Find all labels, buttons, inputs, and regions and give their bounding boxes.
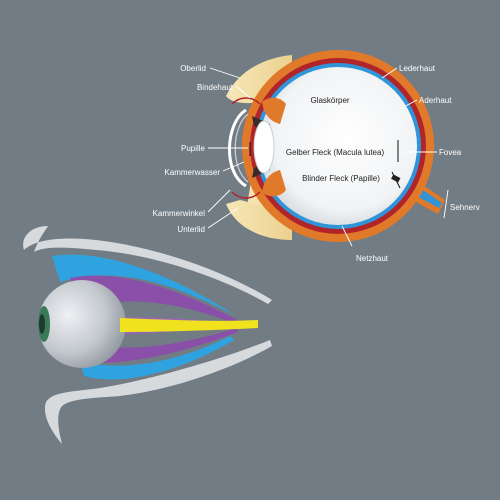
label-unterlid: Unterlid <box>177 225 205 234</box>
superior-rectus-muscle <box>70 275 238 324</box>
side-view <box>23 226 273 444</box>
superior-oblique-muscle <box>52 254 236 316</box>
label-pupille: Pupille <box>181 144 206 153</box>
orbit-upper <box>23 226 272 304</box>
ciliary-region-top <box>262 97 286 124</box>
label-kammerwinkel: Kammerwinkel <box>153 209 206 218</box>
labels: Oberlid Bindehaut Pupille Kammerwasser K… <box>153 64 480 263</box>
label-blinder-fleck: Blinder Fleck (Papille) <box>302 174 380 183</box>
leader-lines <box>207 67 449 247</box>
cornea-inner <box>234 113 249 183</box>
lens <box>253 120 275 174</box>
orbit-lower <box>44 340 273 444</box>
label-fovea: Fovea <box>439 148 462 157</box>
bindehaut-fold <box>231 97 261 105</box>
label-aderhaut: Aderhaut <box>419 96 452 105</box>
papilla-marker <box>391 174 401 183</box>
vitreous-body <box>259 67 417 225</box>
ciliary-region-bottom <box>262 170 286 197</box>
label-glaskoerper: Glaskörper <box>310 96 349 105</box>
label-gelber-fleck: Gelber Fleck (Macula lutea) <box>286 148 385 157</box>
lower-eyelid <box>226 200 292 240</box>
cross-section <box>226 50 445 242</box>
label-kammerwasser: Kammerwasser <box>164 168 220 177</box>
pupil-side <box>39 314 45 334</box>
optic-nerve-side <box>120 318 258 332</box>
label-oberlid: Oberlid <box>180 64 206 73</box>
eyeball <box>38 280 126 368</box>
label-lederhaut: Lederhaut <box>399 64 436 73</box>
label-bindehaut: Bindehaut <box>197 83 234 92</box>
inferior-oblique-muscle <box>80 336 234 380</box>
label-netzhaut: Netzhaut <box>356 254 389 263</box>
label-sehnerv: Sehnerv <box>450 203 480 212</box>
conjunctiva-bottom <box>231 191 261 199</box>
inferior-rectus-muscle <box>80 328 238 363</box>
cornea <box>228 108 247 188</box>
